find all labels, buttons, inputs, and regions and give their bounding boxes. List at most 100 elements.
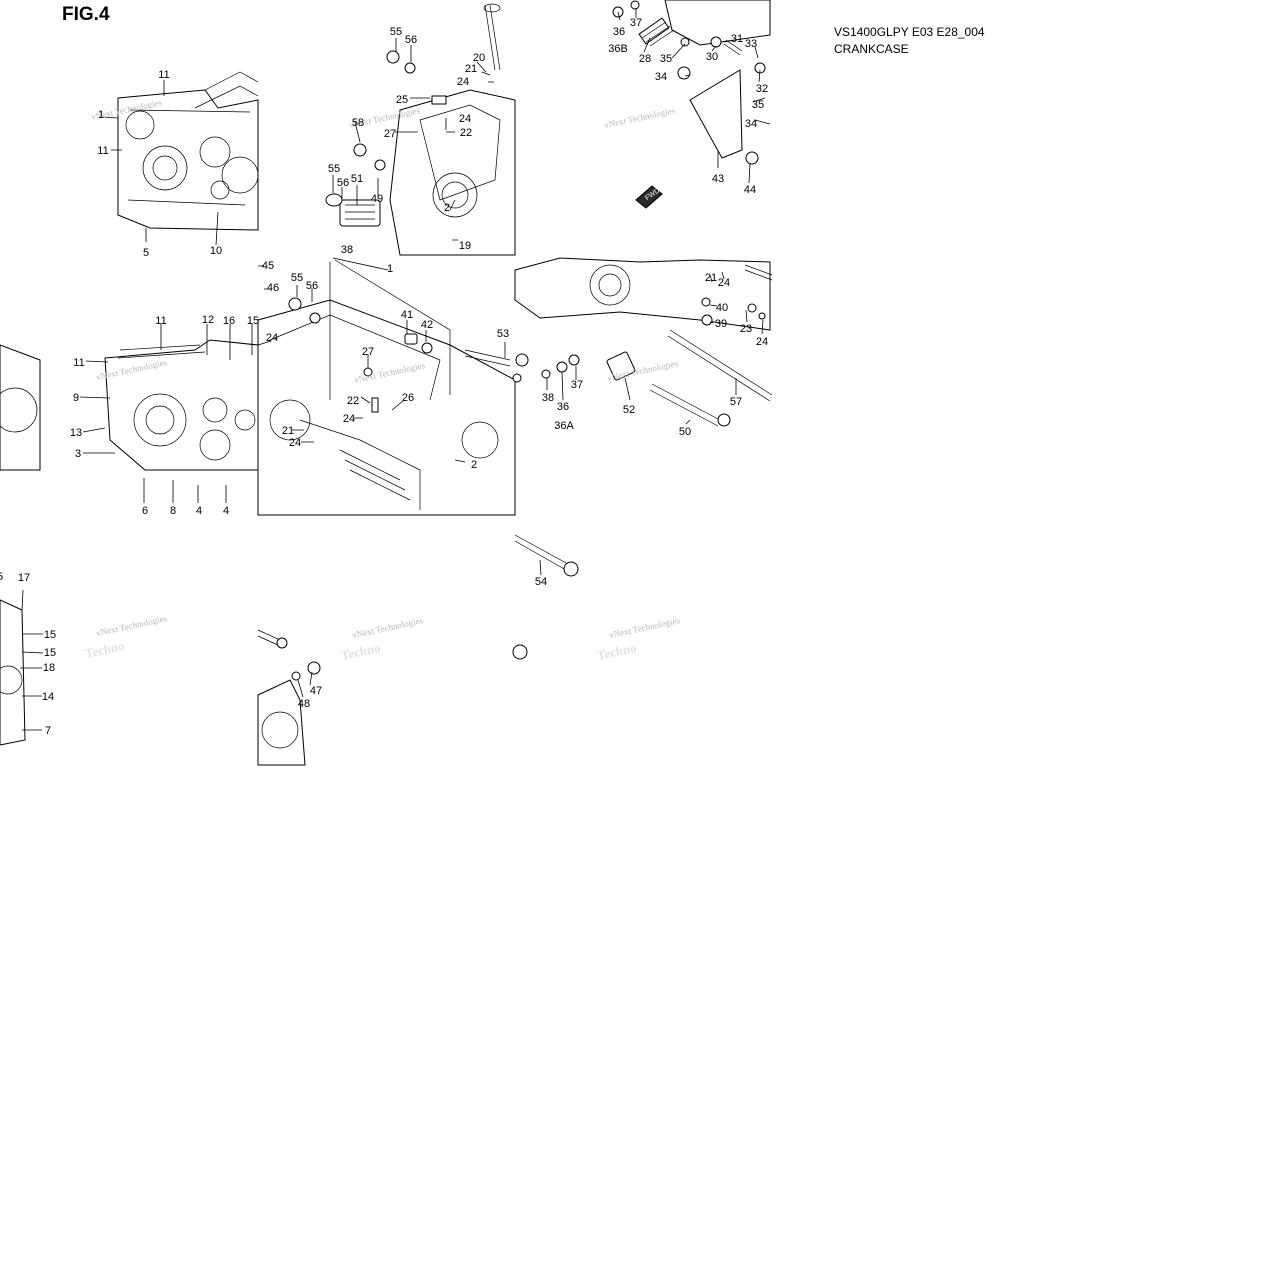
part-callout: 56	[337, 177, 349, 189]
part-callout: 19	[459, 240, 471, 252]
part-callout: 5	[0, 571, 3, 583]
part-callout: 37	[630, 17, 642, 29]
part-callout: 52	[623, 404, 635, 416]
part-callout: 53	[497, 328, 509, 340]
part-callout: 14	[42, 691, 54, 703]
part-callout: 30	[706, 51, 718, 63]
part-callout: 27	[384, 128, 396, 140]
svg-text:vNext Technologies: vNext Technologies	[351, 615, 424, 640]
model-code: VS1400GLPY E03 E28_004	[834, 25, 985, 39]
part-callout: 56	[405, 34, 417, 46]
part-callout: 4	[196, 505, 202, 517]
part-callout: 48	[298, 698, 310, 710]
part-callout: 31	[731, 33, 743, 45]
part-callout: 40	[716, 302, 728, 314]
part-callout: 57	[730, 396, 742, 408]
part-callout: 21	[282, 425, 294, 437]
svg-text:vNext Technologies: vNext Technologies	[608, 615, 681, 640]
part-callout: 11	[73, 357, 84, 369]
leader-lines	[20, 8, 771, 731]
part-callout: 2	[471, 459, 477, 471]
part-callout: 44	[744, 184, 756, 196]
crankcase-body-drawing	[257, 259, 516, 516]
part-callout: 10	[210, 245, 222, 257]
part-callout: 22	[347, 395, 359, 407]
part-callout: 50	[679, 426, 691, 438]
part-callout: 45	[262, 260, 274, 272]
part-callout: 11	[158, 69, 169, 81]
part-callout: 26	[402, 392, 414, 404]
crankcase-lower-drawing	[464, 257, 773, 577]
crankcase-left-half-drawing	[117, 71, 259, 231]
part-callout: 18	[43, 662, 55, 674]
crankcase-cover-drawing: FWD	[612, 0, 771, 209]
part-callout: 24	[343, 413, 355, 425]
part-callout: 55	[291, 272, 303, 284]
part-callout: 20	[473, 52, 485, 64]
svg-text:vNext Technologies: vNext Technologies	[603, 105, 676, 130]
part-callout: 24	[459, 113, 471, 125]
bottom-parts-drawing	[0, 599, 528, 766]
part-callout: 23	[740, 323, 752, 335]
part-callout: 28	[639, 53, 651, 65]
part-callout: 5	[143, 247, 149, 259]
part-callout: 58	[352, 117, 364, 129]
part-callout: 35	[660, 53, 672, 65]
part-callout: 1	[387, 263, 393, 275]
part-callout: 38	[341, 244, 353, 256]
crankcase-top-drawing	[325, 3, 516, 256]
part-callout: 15	[247, 315, 259, 327]
part-callout: 47	[310, 685, 322, 697]
part-callout: 1	[98, 109, 104, 121]
part-callout: 8	[170, 505, 176, 517]
part-callout: 36	[613, 26, 625, 38]
part-callout: 32	[756, 83, 768, 95]
part-callout: 36A	[554, 420, 574, 432]
part-callout: 34	[655, 71, 667, 83]
part-callout: 11	[155, 315, 166, 327]
part-callout: 17	[18, 572, 30, 584]
part-callout: 15	[44, 629, 56, 641]
part-callout: 36B	[608, 43, 628, 55]
part-callout: 46	[267, 282, 279, 294]
part-callout: 11	[97, 145, 108, 157]
svg-text:Techno: Techno	[596, 640, 638, 663]
part-callout: 54	[535, 576, 547, 588]
part-callout: 51	[351, 173, 363, 185]
part-callout: 55	[390, 26, 402, 38]
part-callout: 24	[266, 332, 278, 344]
svg-text:vNext Technologies: vNext Technologies	[95, 613, 168, 638]
part-callout: 7	[45, 725, 51, 737]
crankcase-left-mid-drawing	[0, 339, 259, 471]
part-callout: 21	[465, 63, 477, 75]
part-callout: 24	[756, 336, 768, 348]
part-callout: 16	[223, 315, 235, 327]
part-callout: 55	[328, 163, 340, 175]
part-callout: 9	[73, 392, 79, 404]
part-callout: 2	[444, 202, 450, 214]
part-callout: 33	[745, 38, 757, 50]
svg-text:Techno: Techno	[340, 640, 382, 663]
part-callout: 43	[712, 173, 724, 185]
part-callout: 41	[401, 309, 413, 321]
part-callout: 21	[705, 272, 717, 284]
svg-text:Techno: Techno	[84, 638, 126, 661]
part-callout: 3	[75, 448, 81, 460]
part-callout: 25	[396, 94, 408, 106]
part-callout: 42	[421, 319, 433, 331]
diagram-caption: CRANKCASE	[834, 42, 909, 56]
part-callout: 38	[542, 392, 554, 404]
part-callout: 4	[223, 505, 229, 517]
part-callout: 36	[557, 401, 569, 413]
part-callout: 39	[715, 318, 727, 330]
part-callout: 12	[202, 314, 214, 326]
part-callout: 24	[457, 76, 469, 88]
part-callout: 34	[745, 118, 757, 130]
part-callout: 15	[44, 647, 56, 659]
part-callout: 6	[142, 505, 148, 517]
part-callout: 22	[460, 127, 472, 139]
part-callout: 13	[70, 427, 82, 439]
figure-title: FIG.4	[62, 4, 110, 25]
